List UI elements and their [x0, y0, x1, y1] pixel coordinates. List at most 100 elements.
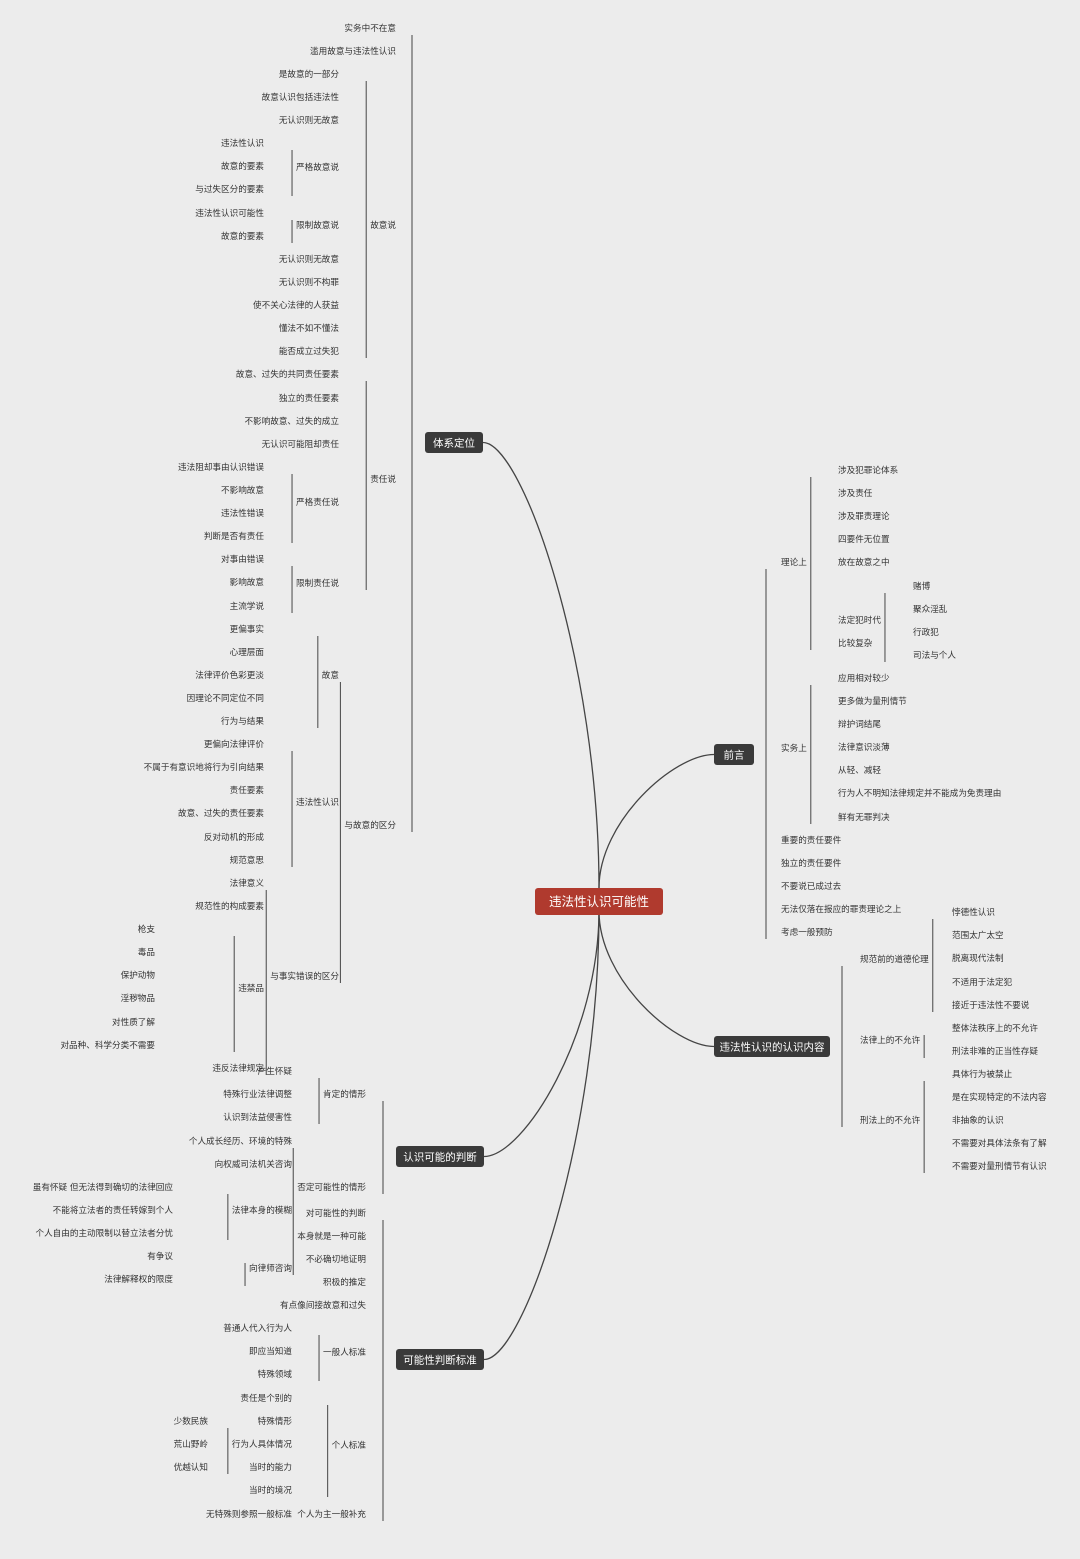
leaf-label[interactable]: 非抽象的认识 — [952, 1114, 1004, 1126]
leaf-label[interactable]: 因理论不同定位不同 — [187, 692, 264, 704]
leaf-label[interactable]: 淫秽物品 — [121, 992, 155, 1004]
branch-label[interactable]: 法定犯时代 — [838, 614, 881, 626]
leaf-label[interactable]: 刑法非难的正当性存疑 — [952, 1045, 1038, 1057]
leaf-label[interactable]: 影响故意 — [230, 576, 264, 588]
leaf-label[interactable]: 故意、过失的责任要素 — [178, 807, 264, 819]
branch-label[interactable]: 刑法上的不允许 — [860, 1114, 921, 1126]
leaf-label[interactable]: 不属于有意识地将行为引向结果 — [144, 761, 265, 773]
leaf-label[interactable]: 荒山野岭 — [174, 1438, 209, 1450]
leaf-label[interactable]: 涉及责任 — [838, 487, 873, 499]
branch-label[interactable]: 故意 — [322, 669, 339, 681]
branch-label[interactable]: 实务上 — [781, 742, 807, 754]
leaf-label[interactable]: 对品种、科学分类不需要 — [60, 1039, 155, 1051]
leaf-label[interactable]: 无特殊则参照一般标准 — [206, 1508, 292, 1520]
leaf-label[interactable]: 更偏事实 — [230, 623, 265, 635]
branch-label[interactable]: 严格责任说 — [296, 496, 339, 508]
leaf-label[interactable]: 对可能性的判断 — [306, 1207, 367, 1219]
leaf-label[interactable]: 违反法律规定 — [212, 1062, 264, 1074]
leaf-label[interactable]: 范围太广太空 — [952, 929, 1004, 941]
leaf-label[interactable]: 故意的要素 — [221, 160, 264, 172]
leaf-label[interactable]: 不需要对具体法条有了解 — [952, 1137, 1047, 1149]
leaf-label[interactable]: 不影响故意 — [221, 484, 264, 496]
branch-label[interactable]: 违禁品 — [238, 983, 264, 994]
leaf-label[interactable]: 辩护词结尾 — [838, 718, 881, 730]
leaf-label[interactable]: 主流学说 — [230, 600, 265, 612]
leaf-label[interactable]: 有点像间接故意和过失 — [280, 1299, 366, 1311]
leaf-label[interactable]: 枪支 — [138, 923, 156, 935]
root-node[interactable] — [535, 888, 663, 915]
leaf-label[interactable]: 应用相对较少 — [838, 672, 890, 684]
leaf-label[interactable]: 考虑一般预防 — [781, 926, 833, 938]
branch-label[interactable]: 否定可能性的情形 — [297, 1181, 366, 1193]
leaf-label[interactable]: 违法性错误 — [221, 507, 264, 519]
leaf-label[interactable]: 法律意义 — [230, 877, 265, 889]
leaf-label[interactable]: 更偏向法律评价 — [204, 738, 265, 750]
branch-label[interactable]: 理论上 — [781, 556, 807, 568]
leaf-label[interactable]: 放在故意之中 — [838, 556, 890, 568]
leaf-label[interactable]: 当时的能力 — [249, 1461, 292, 1473]
leaf-label[interactable]: 司法与个人 — [913, 649, 956, 661]
leaf-label[interactable]: 行政犯 — [913, 626, 939, 638]
leaf-label[interactable]: 违法性认识 — [221, 137, 264, 149]
leaf-label[interactable]: 是在实现特定的不法内容 — [952, 1091, 1047, 1103]
topic-node-t3[interactable] — [396, 1349, 484, 1370]
leaf-label[interactable]: 悖德性认识 — [952, 906, 995, 918]
leaf-label[interactable]: 对性质了解 — [112, 1016, 155, 1028]
branch-label[interactable]: 规范前的道德伦理 — [860, 953, 929, 965]
leaf-label[interactable]: 与过失区分的要素 — [195, 183, 264, 195]
leaf-label[interactable]: 有争议 — [147, 1250, 173, 1262]
leaf-label[interactable]: 无认识可能阻却责任 — [262, 438, 340, 450]
topic-node-t4[interactable] — [714, 744, 754, 765]
leaf-label[interactable]: 行为与结果 — [221, 715, 264, 727]
leaf-label[interactable]: 故意认识包括违法性 — [262, 91, 340, 103]
leaf-label[interactable]: 心理层面 — [230, 647, 265, 658]
leaf-label[interactable]: 特殊情形 — [258, 1415, 293, 1427]
leaf-label[interactable]: 重要的责任要件 — [781, 834, 842, 846]
topic-node-t1[interactable] — [425, 432, 483, 453]
leaf-label[interactable]: 比较复杂 — [838, 637, 873, 649]
branch-label[interactable]: 违法性认识 — [296, 796, 339, 808]
leaf-label[interactable]: 认识到法益侵害性 — [223, 1111, 292, 1123]
leaf-label[interactable]: 不影响故意、过失的成立 — [244, 415, 339, 427]
leaf-label[interactable]: 使不关心法律的人获益 — [253, 299, 339, 311]
leaf-label[interactable]: 从轻、减轻 — [838, 764, 881, 776]
branch-label[interactable]: 责任说 — [370, 473, 396, 485]
leaf-label[interactable]: 赌博 — [913, 580, 931, 592]
leaf-label[interactable]: 积极的推定 — [323, 1276, 366, 1288]
leaf-label[interactable]: 整体法秩序上的不允许 — [952, 1022, 1038, 1034]
leaf-label[interactable]: 责任是个别的 — [240, 1392, 292, 1404]
leaf-label[interactable]: 能否成立过失犯 — [279, 345, 340, 357]
leaf-label[interactable]: 无认识则无故意 — [279, 253, 339, 265]
leaf-label[interactable]: 规范意思 — [230, 854, 265, 866]
leaf-label[interactable]: 判断是否有责任 — [204, 530, 265, 542]
branch-label[interactable]: 严格故意说 — [296, 161, 339, 173]
leaf-label[interactable]: 独立的责任要件 — [781, 857, 842, 869]
branch-label[interactable]: 一般人标准 — [323, 1346, 366, 1358]
leaf-label[interactable]: 保护动物 — [121, 969, 156, 981]
leaf-label[interactable]: 不需要对量刑情节有认识 — [952, 1160, 1047, 1172]
leaf-label[interactable]: 特殊领域 — [258, 1368, 293, 1380]
branch-label[interactable]: 限制故意说 — [296, 219, 339, 231]
leaf-label[interactable]: 无认识则不构罪 — [279, 276, 340, 288]
leaf-label[interactable]: 本身就是一种可能 — [297, 1230, 366, 1242]
leaf-label[interactable]: 接近于违法性不要说 — [952, 999, 1030, 1011]
branch-label[interactable]: 法律上的不允许 — [860, 1034, 921, 1046]
leaf-label[interactable]: 向权威司法机关咨询 — [215, 1158, 293, 1170]
leaf-label[interactable]: 鲜有无罪判决 — [838, 811, 890, 823]
leaf-label[interactable]: 滥用故意与违法性认识 — [310, 45, 396, 57]
leaf-label[interactable]: 具体行为被禁止 — [952, 1068, 1013, 1080]
leaf-label[interactable]: 个人自由的主动限制以替立法者分忧 — [35, 1227, 173, 1239]
leaf-label[interactable]: 四要件无位置 — [838, 533, 890, 545]
leaf-label[interactable]: 责任要素 — [230, 784, 265, 796]
leaf-label[interactable]: 无法仅落在报应的罪责理论之上 — [781, 903, 902, 915]
leaf-label[interactable]: 违法阻却事由认识错误 — [178, 461, 264, 473]
leaf-label[interactable]: 不适用于法定犯 — [952, 976, 1013, 988]
leaf-label[interactable]: 懂法不如不懂法 — [279, 322, 340, 334]
leaf-label[interactable]: 聚众淫乱 — [913, 603, 948, 615]
leaf-label[interactable]: 产生怀疑 — [258, 1065, 293, 1077]
topic-node-t5[interactable] — [714, 1036, 830, 1057]
branch-label[interactable]: 个人标准 — [332, 1439, 367, 1451]
leaf-label[interactable]: 反对动机的形成 — [204, 831, 265, 843]
leaf-label[interactable]: 涉及罪责理论 — [838, 510, 890, 522]
branch-label[interactable]: 法律本身的模糊 — [232, 1204, 293, 1216]
